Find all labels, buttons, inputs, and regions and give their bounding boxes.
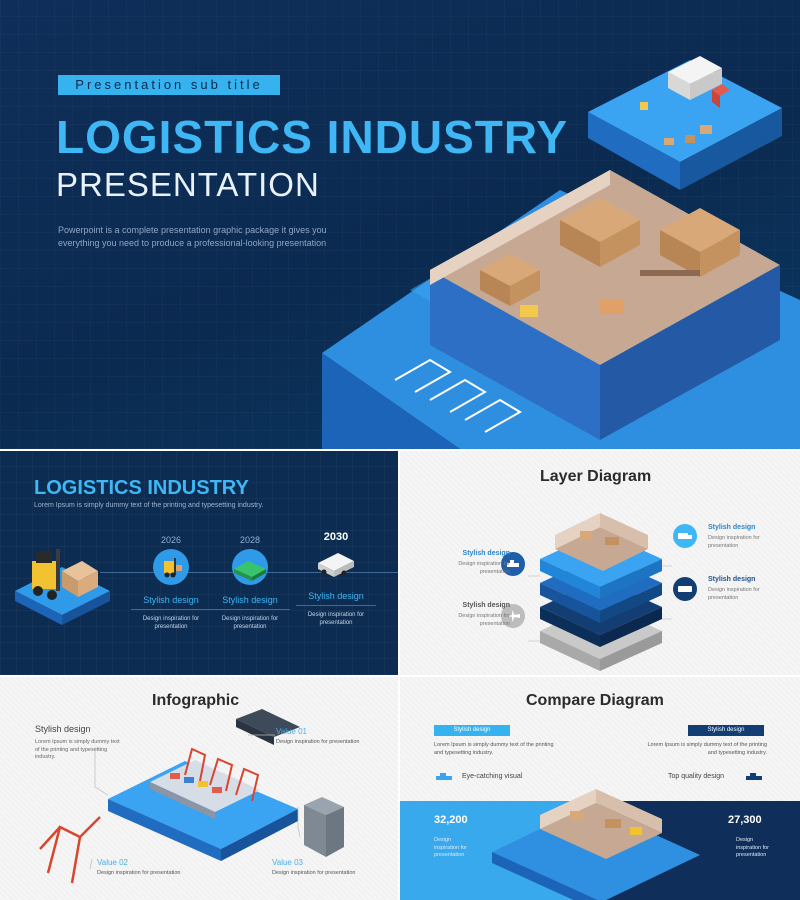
timeline-year: 2028 <box>239 535 261 545</box>
airplane-icon <box>501 604 525 628</box>
dock-platform-side-left <box>588 112 680 190</box>
infographic-stylish-desc: Lorem Ipsum is simply dummy text of the … <box>35 739 120 760</box>
timeline-slide[interactable]: LOGISTICS INDUSTRY Lorem Ipsum is simply… <box>0 451 398 675</box>
layer-stack-illustration <box>528 513 672 671</box>
warehouse-illustration <box>322 56 800 449</box>
hero-sub-title: Presentation sub title <box>58 75 280 95</box>
infographic-title: Infographic <box>152 692 240 709</box>
warehouse-back-wall <box>430 170 610 285</box>
layer-item-title: Stylish design <box>462 602 510 609</box>
port-illustration <box>39 709 344 884</box>
timeline-sub: Design inspiration for presentation <box>142 616 200 630</box>
truck-icon <box>673 524 697 548</box>
timeline-item-2[interactable]: 2028 Stylish design Design inspiration f… <box>210 535 290 631</box>
timeline-label: Stylish design <box>296 591 376 606</box>
truck-icon <box>668 56 730 108</box>
value-desc-3: Design inspiration for presentation <box>272 870 356 876</box>
timeline-year: 2030 <box>323 531 349 543</box>
value-desc-2: Design inspiration for presentation <box>97 870 181 876</box>
forklift-illustration <box>15 549 110 625</box>
value-label-2: Value 02 <box>97 858 128 867</box>
warehouse-front-wall <box>430 270 600 440</box>
infographic-stylish-title: Stylish design <box>35 724 91 734</box>
compare-right-tag: Stylish design <box>688 725 764 736</box>
layer-item-desc: Design inspiration for presentation <box>708 535 760 549</box>
layer-item-desc: Design inspiration for presentation <box>458 613 510 627</box>
layer-item-title: Stylish design <box>462 550 510 557</box>
layer-item-2: Stylish design Design inspiration for pr… <box>440 602 510 628</box>
parking-lines <box>394 358 522 433</box>
layer-item-1: Stylish design Design inspiration for pr… <box>440 550 510 576</box>
layer-diagram-title: Layer Diagram <box>540 468 652 485</box>
train-icon <box>232 549 268 585</box>
compare-right-desc: Lorem Ipsum is simply dummy text of the … <box>647 742 767 756</box>
compare-diagram-slide[interactable]: Compare Diagram Stylish design Stylish d… <box>400 677 800 900</box>
compare-warehouse-illustration <box>492 789 700 900</box>
compare-left-desc: Lorem Ipsum is simply dummy text of the … <box>434 742 554 756</box>
layer-item-title: Stylish design <box>708 576 756 583</box>
timeline-item-3[interactable]: 2030 Stylish design Design inspiration f… <box>296 531 376 627</box>
infographic-slide[interactable]: Infographic Stylish design Lorem Ipsum i… <box>0 677 398 900</box>
dock-platform-top <box>588 60 782 162</box>
compare-right-num-desc: Design inspiration for presentation <box>736 837 770 858</box>
timeline-title: LOGISTICS INDUSTRY <box>34 477 249 499</box>
value-desc-1: Design inspiration for presentation <box>276 739 360 745</box>
value-label-3: Value 03 <box>272 858 303 867</box>
layer-item-desc: Design inspiration for presentation <box>708 587 760 601</box>
value-label-1: Value 01 <box>276 727 307 736</box>
timeline-label: Stylish design <box>210 595 290 610</box>
warehouse-boxes <box>480 198 740 317</box>
compare-left-num-desc: Design inspiration for presentation <box>434 837 468 858</box>
dock-boxes <box>640 102 712 145</box>
timeline-item-1[interactable]: 2026 Stylish design Design inspiration f… <box>131 535 211 631</box>
hero-description: Powerpoint is a complete presentation gr… <box>58 225 327 248</box>
timeline-sub: Design inspiration for presentation <box>307 612 365 626</box>
layer-item-4: Stylish design Design inspiration for pr… <box>708 576 778 602</box>
layer-item-desc: Design inspiration for presentation <box>458 561 510 575</box>
compare-left-feature: Eye-catching visual <box>462 773 523 780</box>
compare-diagram-title: Compare Diagram <box>526 692 664 709</box>
warehouse-right-wall <box>600 265 780 440</box>
compare-left-tag: Stylish design <box>434 725 510 736</box>
timeline-year: 2026 <box>160 535 182 545</box>
hero-title-secondary: PRESENTATION <box>56 166 320 203</box>
layer-item-3: Stylish design Design inspiration for pr… <box>708 524 778 550</box>
ship-icon <box>434 771 456 783</box>
ship-icon <box>744 771 766 783</box>
forklift-icon <box>153 549 189 585</box>
compare-right-feature: Top quality design <box>668 773 725 780</box>
train-icon <box>673 577 697 601</box>
timeline-sub: Design inspiration for presentation <box>221 616 279 630</box>
dock-platform-side-right <box>680 108 782 190</box>
timeline-description: Lorem Ipsum is simply dummy text of the … <box>34 502 264 509</box>
hero-slide[interactable]: Presentation sub title LOGISTICS INDUSTR… <box>0 0 800 449</box>
timeline-label: Stylish design <box>131 595 211 610</box>
hero-title: LOGISTICS INDUSTRY <box>56 111 569 163</box>
warehouse-platform-side <box>322 353 460 449</box>
compare-right-number: 27,300 <box>728 814 762 826</box>
layer-diagram-slide[interactable]: Layer Diagram <box>400 451 800 675</box>
truck-icon <box>318 545 354 581</box>
ship-icon <box>501 552 525 576</box>
layer-item-title: Stylish design <box>708 524 756 531</box>
compare-left-number: 32,200 <box>434 814 468 826</box>
